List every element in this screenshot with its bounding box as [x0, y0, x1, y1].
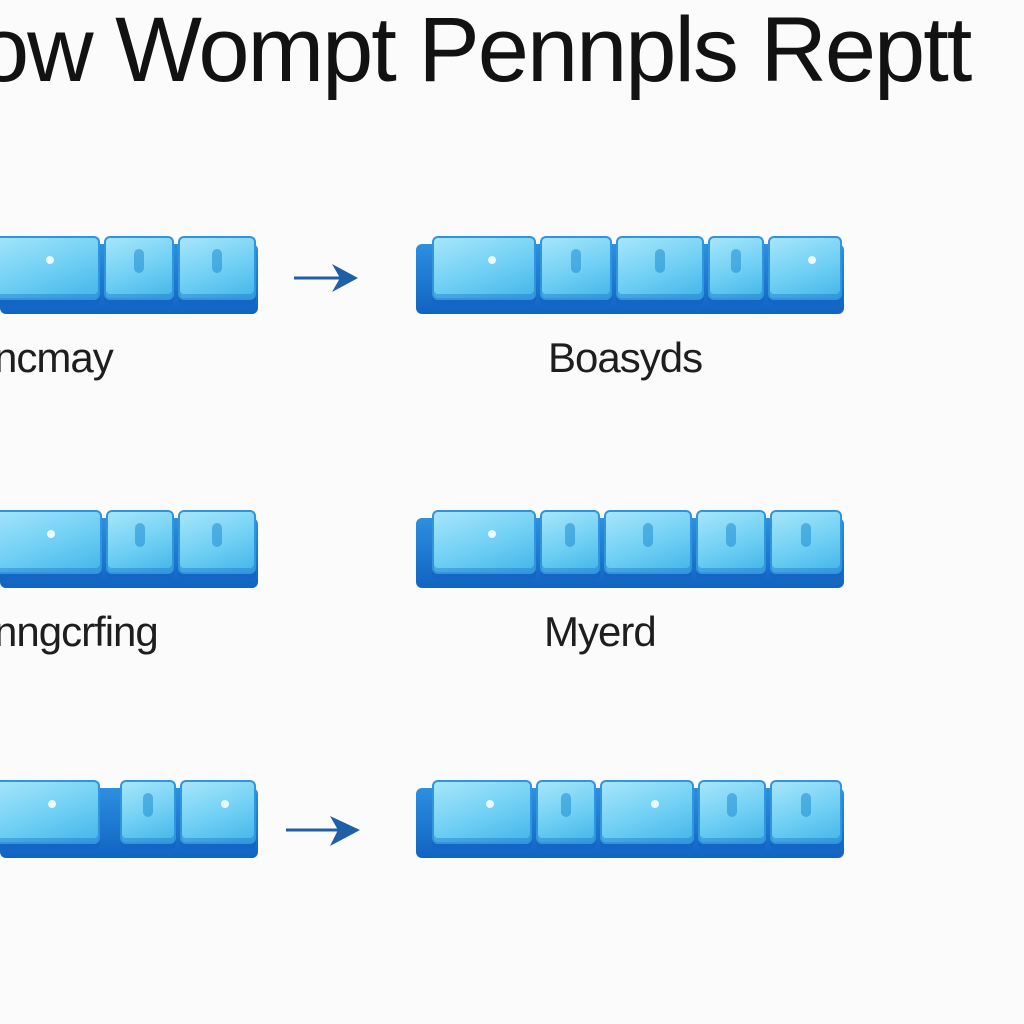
keycap-icon [770, 780, 842, 844]
keycap-row-left-3 [0, 780, 258, 858]
keycap-icon [178, 236, 256, 300]
keycap-icon [106, 510, 174, 574]
keycap-row-right-1 [416, 236, 844, 314]
keycap-icon [120, 780, 176, 844]
keycap-row-right-2 [416, 510, 844, 588]
keycap-row-left-2 [0, 510, 258, 588]
keycap-icon [770, 510, 842, 574]
keycap-icon [432, 780, 532, 844]
keycap-icon [708, 236, 764, 300]
right-arrow-icon [294, 264, 358, 292]
keycap-icon [104, 236, 174, 300]
keycap-icon [540, 510, 600, 574]
keycap-icon [768, 236, 842, 300]
diagram-title: ow Wompt Pennpls Reptt [0, 0, 972, 101]
row-label-right-1: Boasyds [548, 334, 703, 381]
keycap-icon [432, 510, 536, 574]
keycap-icon [540, 236, 612, 300]
keycap-icon [0, 510, 102, 574]
keycap-icon [180, 780, 256, 844]
keycap-icon [616, 236, 704, 300]
keycap-icon [432, 236, 536, 300]
keycap-icon [600, 780, 694, 844]
row-label-right-2: Myerd [544, 608, 657, 655]
keycap-icon [604, 510, 692, 574]
keycap-icon [698, 780, 766, 844]
row-label-left-2: nngcrfing [0, 608, 159, 655]
keycap-icon [696, 510, 766, 574]
keycap-row-left-1 [0, 236, 258, 314]
keycap-icon [178, 510, 256, 574]
keycap-icon [0, 236, 100, 300]
keycap-icon [536, 780, 596, 844]
keycap-row-right-3 [416, 780, 844, 858]
row-label-left-1: ncmay [0, 334, 114, 381]
keycap-icon [0, 780, 100, 844]
right-arrow-icon [286, 816, 360, 846]
